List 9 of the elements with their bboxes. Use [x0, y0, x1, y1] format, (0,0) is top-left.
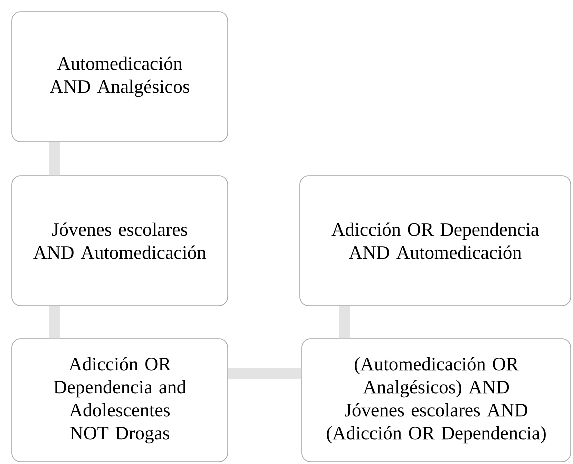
connector: [340, 306, 350, 339]
connector: [50, 306, 60, 339]
connector: [228, 368, 302, 380]
connector: [50, 142, 60, 176]
term-box: Jóvenes escolares AND Automedicación: [12, 176, 228, 306]
term-box: Automedicación AND Analgésicos: [12, 12, 228, 142]
term-box: Adicción OR Dependencia and Adolescentes NOT Drogas: [12, 338, 228, 462]
term-box: Adicción OR Dependencia AND Automedicación: [300, 176, 572, 306]
term-box: (Automedicación OR Analgésicos) AND Jóvenes escolares AND (Adicción OR Dependencia): [302, 338, 572, 462]
